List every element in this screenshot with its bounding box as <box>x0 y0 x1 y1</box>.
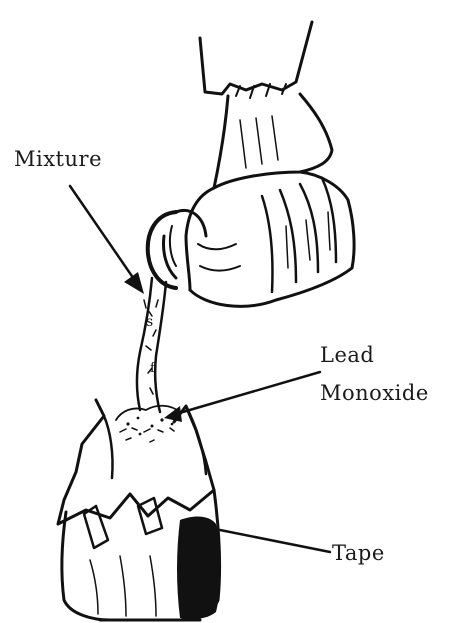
sleeve <box>200 22 312 98</box>
lead-monoxide-leader-line <box>176 372 320 414</box>
svg-text:s: s <box>146 314 153 330</box>
leader-lines <box>70 186 330 552</box>
tape-leader-line <box>220 530 330 552</box>
mixture-arrowhead <box>124 272 144 294</box>
tape-label: Tape <box>332 538 385 569</box>
mixture-label: Mixture <box>14 144 102 175</box>
powder-pile <box>116 406 180 442</box>
hand <box>186 94 354 306</box>
pouring-container <box>148 210 206 288</box>
monoxide-label: Monoxide <box>320 378 429 409</box>
pouring-stream: s f <box>137 278 166 412</box>
mixture-leader-line <box>70 186 136 282</box>
lead-label: Lead <box>320 340 374 371</box>
